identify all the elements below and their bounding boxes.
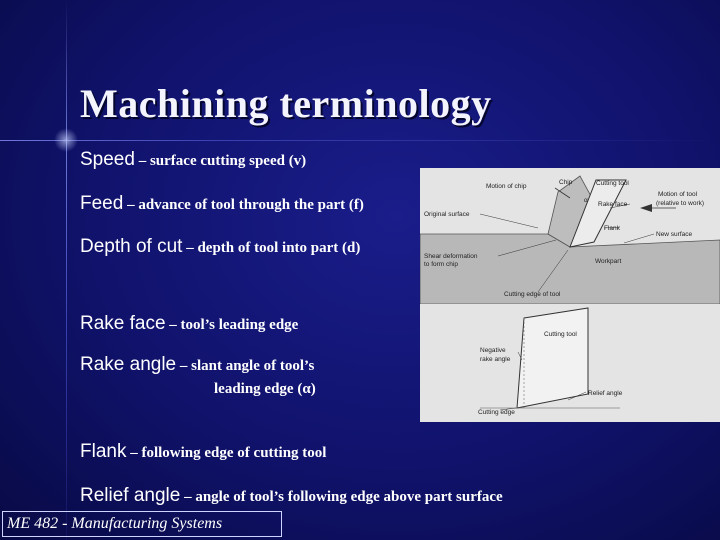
chip-shape	[547, 175, 593, 248]
label-rake-angle: rake angle	[480, 356, 511, 363]
leader-cutting-edge	[537, 249, 569, 293]
chip-motion-arrow	[554, 187, 571, 199]
leader-flank	[603, 226, 621, 229]
decor-vertical-line	[66, 0, 67, 540]
leader-rake-face	[609, 203, 631, 209]
term-name: Speed	[80, 149, 135, 170]
term-depth-of-cut: Depth of cut – depth of tool into part (…	[80, 237, 360, 256]
term-rake-face: Rake face – tool’s leading edge	[80, 314, 298, 333]
term-name: Relief angle	[80, 485, 181, 506]
label-new-surface: New surface	[656, 231, 693, 238]
term-speed: Speed – surface cutting speed (v)	[80, 150, 306, 169]
cutting-diagram-svg: Chip Motion of chip Cutting tool Motion …	[420, 175, 720, 304]
label-cutting-tool: Cutting tool	[544, 331, 577, 338]
term-desc: – angle of tool’s following edge above p…	[180, 489, 503, 505]
label-negative: Negative	[480, 347, 506, 354]
footer-course-label: ME 482 - Manufacturing Systems	[2, 511, 282, 537]
rake-angle-figure: Cutting tool Negative rake angle Relief …	[420, 304, 720, 422]
cutting-tool-shape	[569, 179, 627, 248]
term-flank: Flank – following edge of cutting tool	[80, 442, 326, 461]
term-relief-angle: Relief angle – angle of tool’s following…	[80, 486, 503, 505]
label-flank: Flank	[604, 225, 621, 232]
label-motion-of-tool: Motion of tool	[658, 191, 698, 198]
leader-original-surface	[479, 213, 539, 229]
label-cutting-tool: Cutting tool	[596, 180, 629, 187]
label-shear-deformation-1: Shear deformation	[424, 253, 478, 260]
rake-angle-svg: Cutting tool Negative rake angle Relief …	[478, 307, 623, 416]
term-desc: – following edge of cutting tool	[126, 445, 327, 461]
label-relative-to-work: (relative to work)	[656, 200, 704, 207]
label-chip: Chip	[559, 179, 573, 186]
label-workpart: Workpart	[595, 258, 621, 265]
term-desc: – tool’s leading edge	[165, 317, 299, 333]
term-desc: – surface cutting speed (v)	[134, 153, 307, 169]
term-name: Feed	[80, 193, 124, 214]
label-motion-of-chip: Motion of chip	[486, 183, 527, 190]
term-name: Rake angle	[80, 354, 177, 375]
term-name: Flank	[80, 441, 127, 462]
term-desc: – advance of tool through the part (f)	[123, 197, 364, 213]
leader-new-surface	[623, 233, 655, 244]
term-rake-angle-continued: leading edge (α)	[214, 381, 316, 397]
term-name: Depth of cut	[80, 236, 183, 257]
leader-shear	[497, 239, 557, 257]
label-relief-angle: Relief angle	[588, 390, 623, 397]
cutting-diagram-figure: Chip Motion of chip Cutting tool Motion …	[420, 168, 720, 304]
cutting-tool-outline	[516, 307, 589, 409]
term-feed: Feed – advance of tool through the part …	[80, 194, 364, 213]
label-original-surface: Original surface	[424, 211, 470, 218]
term-desc: – slant angle of tool’s	[176, 358, 315, 374]
leader-negative-rake	[517, 351, 523, 361]
leader-relief-angle	[567, 391, 587, 401]
tool-motion-arrowhead	[640, 204, 652, 212]
decor-horizontal-line	[0, 140, 720, 141]
term-desc: – depth of tool into part (d)	[182, 240, 361, 256]
label-alpha: α	[584, 197, 588, 204]
label-cutting-edge-of-tool: Cutting edge of tool	[504, 291, 561, 298]
label-rake-face: Rake face	[598, 201, 628, 208]
label-shear-deformation-2: to form chip	[424, 261, 458, 268]
term-name: Rake face	[80, 313, 166, 334]
leader-cutting-edge	[499, 407, 517, 411]
label-cutting-edge: Cutting edge	[478, 409, 515, 416]
term-rake-angle: Rake angle – slant angle of tool’s	[80, 355, 314, 374]
decor-flare	[54, 128, 78, 152]
slide-title: Machining terminology	[80, 81, 492, 126]
